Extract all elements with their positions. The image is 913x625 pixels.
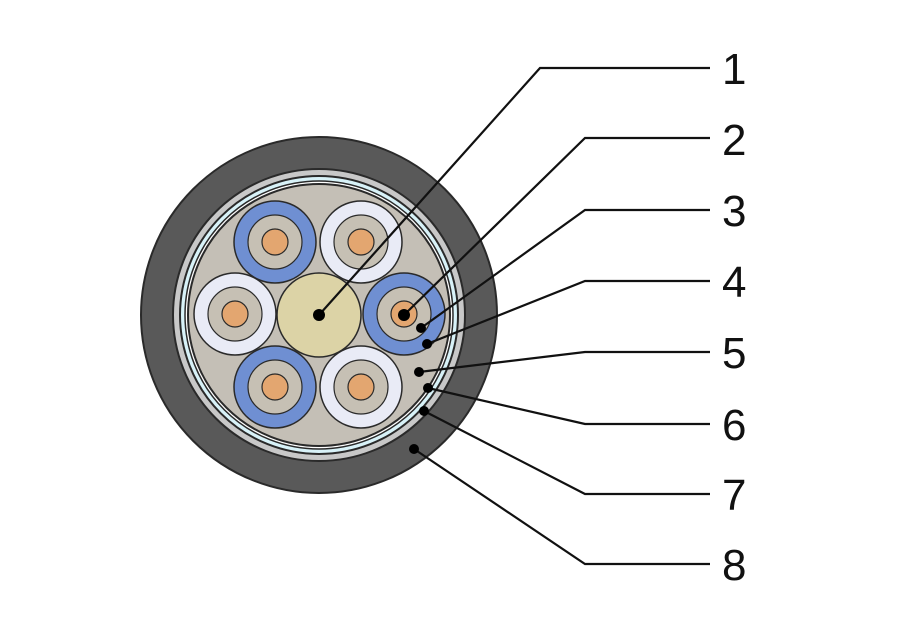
leader-line-6 (427, 386, 710, 426)
leader-line-1 (318, 66, 710, 316)
pointer-dot-1 (313, 309, 325, 321)
pointer-dot-7 (419, 406, 429, 416)
core-left (193, 272, 277, 356)
pointer-dot-5 (414, 367, 424, 377)
leader-line-2 (403, 136, 710, 316)
core-bottom-left (233, 345, 317, 429)
callout-label-2: 2 (722, 116, 746, 165)
callout-label-4: 4 (722, 258, 746, 307)
leader-line-5 (418, 350, 710, 374)
callout-label-6: 6 (722, 401, 746, 450)
callout-label-7: 7 (722, 471, 746, 520)
core-top-left (233, 200, 317, 284)
leader-line-8 (413, 448, 710, 566)
callout-label-3: 3 (722, 187, 746, 236)
leader-line-7 (423, 410, 710, 496)
core-top-right (319, 200, 403, 284)
core-bottom-right (319, 345, 403, 429)
pointer-dot-2 (398, 309, 410, 321)
pointer-dot-3 (416, 323, 426, 333)
pointer-dot-6 (423, 383, 433, 393)
callout-label-1: 1 (722, 45, 746, 94)
pointer-dot-4 (422, 339, 432, 349)
leader-line-4 (426, 279, 710, 346)
callout-label-8: 8 (722, 541, 746, 590)
leader-line-3 (420, 208, 710, 329)
pointer-dot-8 (409, 444, 419, 454)
callout-label-5: 5 (722, 329, 746, 378)
